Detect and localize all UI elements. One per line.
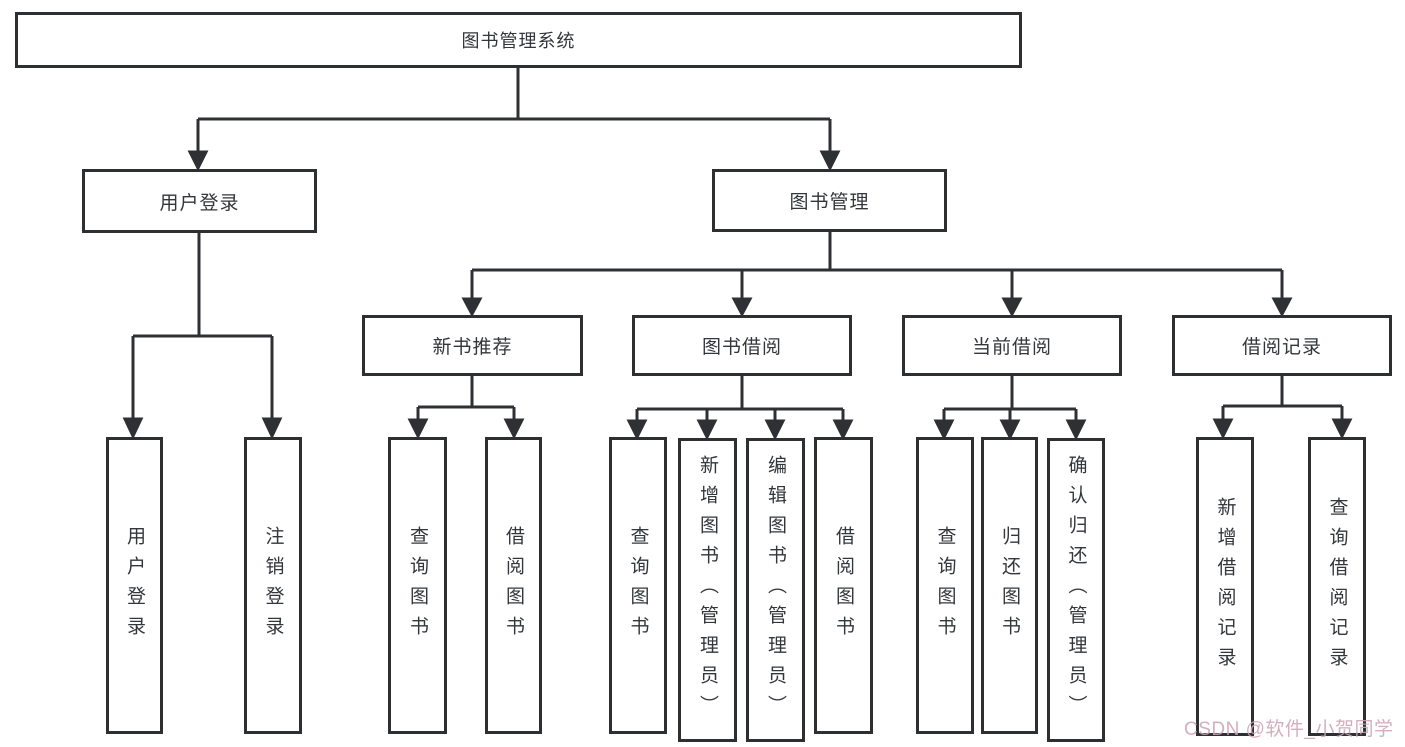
leaf-label: 确认归还（管理员） <box>1065 455 1087 725</box>
leaf-recommend-borrow-books: 借阅图书 <box>485 437 542 734</box>
node-borrowing-records: 借阅记录 <box>1172 315 1392 376</box>
leaf-borrow-query-books: 查询图书 <box>609 437 667 734</box>
arrowhead <box>1212 418 1234 440</box>
leaf-recommend-query-books: 查询图书 <box>388 437 447 734</box>
node-new-book-recommend: 新书推荐 <box>362 315 583 376</box>
leaf-label: 用户登录 <box>124 525 145 646</box>
node-current-borrowing: 当前借阅 <box>902 315 1122 376</box>
leaf-label: 新增借阅记录 <box>1214 496 1236 677</box>
arrowhead <box>461 297 483 318</box>
leaf-records-query-record: 查询借阅记录 <box>1308 437 1366 736</box>
leaf-borrow-edit-books-admin: 编辑图书（管理员） <box>746 438 805 742</box>
leaf-label: 查询图书 <box>627 525 649 646</box>
leaf-current-confirm-return-admin: 确认归还（管理员） <box>1047 438 1105 742</box>
arrowhead <box>764 419 786 441</box>
arrowhead <box>503 418 525 440</box>
leaf-current-query-books: 查询图书 <box>916 437 974 734</box>
arrowhead <box>1331 418 1353 440</box>
arrowhead <box>187 150 209 172</box>
node-user-login: 用户登录 <box>82 169 317 233</box>
leaf-borrow-add-books-admin: 新增图书（管理员） <box>678 438 737 742</box>
arrowhead <box>1001 297 1023 318</box>
leaf-label: 新增图书（管理员） <box>697 455 718 725</box>
leaf-label: 查询借阅记录 <box>1326 496 1348 677</box>
leaf-current-return-books: 归还图书 <box>981 437 1038 734</box>
arrowhead <box>999 419 1021 441</box>
arrowhead <box>122 417 144 440</box>
leaf-label: 借阅图书 <box>503 525 524 646</box>
arrowhead <box>832 419 854 441</box>
leaf-label: 注销登录 <box>262 525 284 646</box>
arrowhead <box>731 297 753 318</box>
arrowhead <box>261 417 283 440</box>
leaf-logout: 注销登录 <box>244 437 302 734</box>
arrowhead <box>696 419 718 441</box>
leaf-label: 编辑图书（管理员） <box>765 455 786 725</box>
node-book-management: 图书管理 <box>712 169 947 232</box>
leaf-records-add-record: 新增借阅记录 <box>1196 437 1254 736</box>
leaf-label: 归还图书 <box>999 525 1020 646</box>
node-library-system-root: 图书管理系统 <box>15 12 1022 68</box>
leaf-user-login: 用户登录 <box>106 437 163 734</box>
leaf-label: 查询图书 <box>407 525 428 646</box>
leaf-label: 借阅图书 <box>833 525 854 646</box>
csdn-watermark: CSDN @软件_小贺同学 <box>1184 719 1394 740</box>
node-book-borrowing: 图书借阅 <box>632 315 852 376</box>
arrowhead <box>1271 297 1293 318</box>
arrowhead <box>407 418 429 440</box>
leaf-borrow-borrow-books: 借阅图书 <box>814 437 873 734</box>
arrowhead <box>1065 419 1087 441</box>
arrowhead <box>819 150 841 172</box>
leaf-label: 查询图书 <box>934 525 956 646</box>
arrowhead <box>933 419 955 441</box>
arrowhead <box>626 419 648 441</box>
